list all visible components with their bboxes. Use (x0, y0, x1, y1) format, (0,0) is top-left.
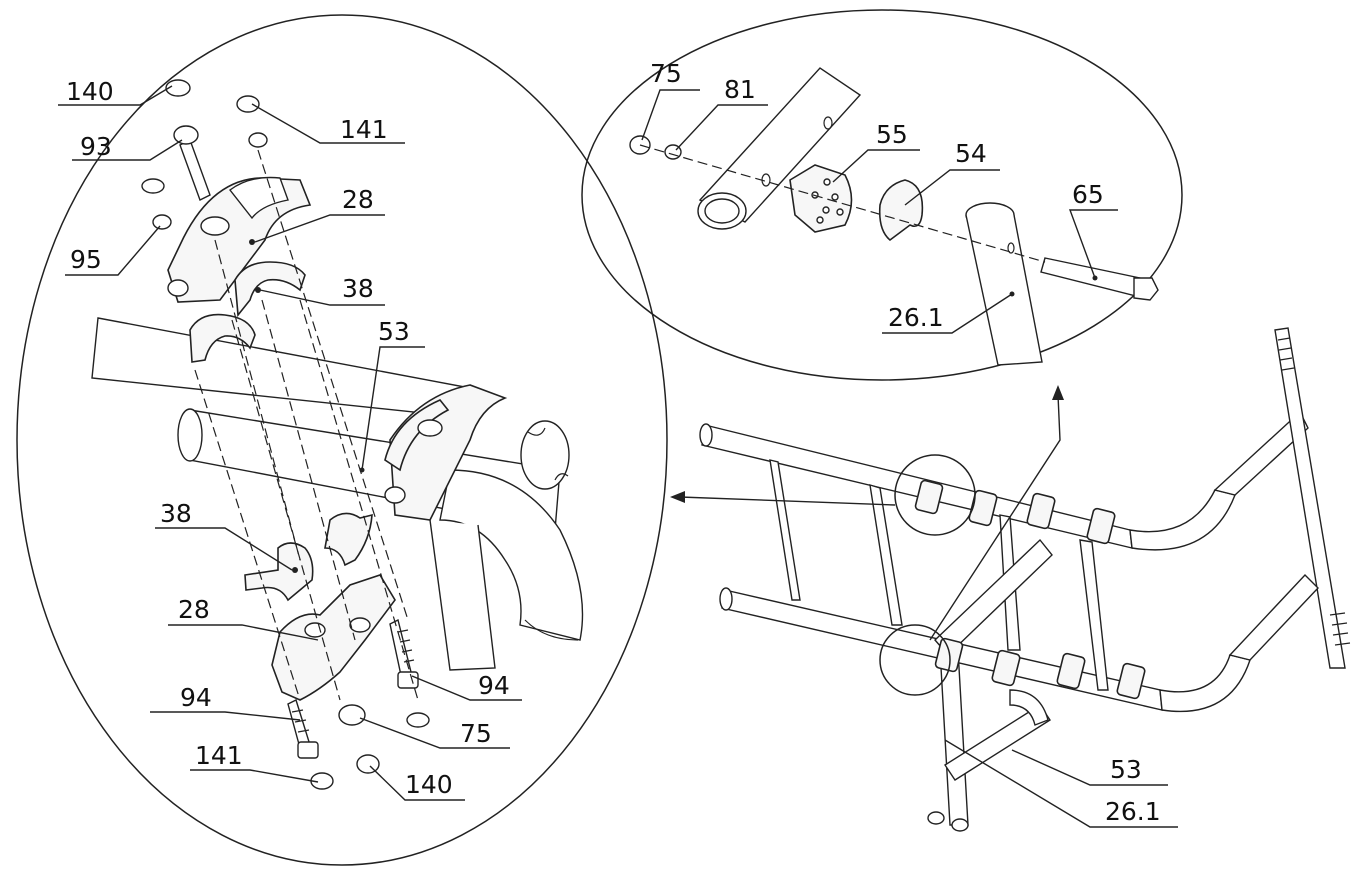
bolt-93 (173, 125, 211, 201)
part-54-plate (878, 179, 924, 242)
washer-right (406, 712, 430, 728)
detail-circle-lower (879, 624, 951, 696)
top-right-detail-ellipse (581, 9, 1183, 381)
callout-93: 93 (80, 132, 112, 161)
callout-95: 95 (70, 245, 102, 274)
detail-circle-upper (894, 454, 976, 536)
bent-tube (429, 469, 584, 671)
callout-75-top: 75 (650, 59, 682, 88)
frame-clamps (914, 479, 1146, 700)
callout-141-top: 141 (340, 115, 388, 144)
callout-140-bottom: 140 (405, 770, 453, 799)
assembled-clamp (384, 384, 508, 521)
shell-38-lower (244, 512, 373, 602)
bolt-94-left (287, 699, 319, 759)
callout-28-top: 28 (342, 185, 374, 214)
cap-141-top (236, 95, 260, 113)
callout-75: 75 (460, 719, 492, 748)
callout-141-bottom: 141 (195, 741, 243, 770)
callout-94-left: 94 (180, 683, 212, 712)
part-55-block (789, 164, 853, 233)
left-callouts: 140 141 93 28 95 38 53 38 28 94 94 75 (58, 77, 522, 801)
top-right-callouts: 75 81 55 54 65 26.1 (641, 59, 1118, 334)
cap-140-top (165, 79, 191, 97)
frame-assembly: 53 26.1 (670, 327, 1351, 832)
callout-38-bottom: 38 (160, 499, 192, 528)
callout-55: 55 (876, 120, 908, 149)
callout-28-bottom: 28 (178, 595, 210, 624)
clamp-half-28-upper (167, 176, 312, 303)
top-right-detail-view: 75 81 55 54 65 26.1 (581, 9, 1183, 381)
callout-53-frame: 53 (1110, 755, 1142, 784)
callout-53: 53 (378, 317, 410, 346)
bolt-94-right (389, 618, 419, 689)
callout-81: 81 (724, 75, 756, 104)
clamp-half-28-lower (271, 574, 396, 701)
callout-54: 54 (955, 139, 987, 168)
assembly-lines (194, 149, 419, 701)
callout-94-right: 94 (478, 671, 510, 700)
callout-26-1-top: 26.1 (888, 303, 944, 332)
vertical-tube-26-1 (965, 202, 1043, 366)
callout-26-1-frame: 26.1 (1105, 797, 1161, 826)
nut-top-right (248, 132, 268, 148)
callout-65: 65 (1072, 180, 1104, 209)
left-detail-view: 140 141 93 28 95 38 53 38 28 94 94 75 (16, 14, 668, 866)
cap-140-bottom (356, 754, 380, 774)
nut-95 (152, 214, 172, 230)
axis-line (639, 144, 1046, 263)
cap-extra (141, 178, 165, 194)
bolt-65 (1040, 257, 1159, 301)
callout-38-top: 38 (342, 274, 374, 303)
nut-75 (338, 704, 366, 726)
callout-140-top: 140 (66, 77, 114, 106)
shell-38-upper (189, 261, 306, 363)
left-detail-ellipse (16, 14, 668, 866)
